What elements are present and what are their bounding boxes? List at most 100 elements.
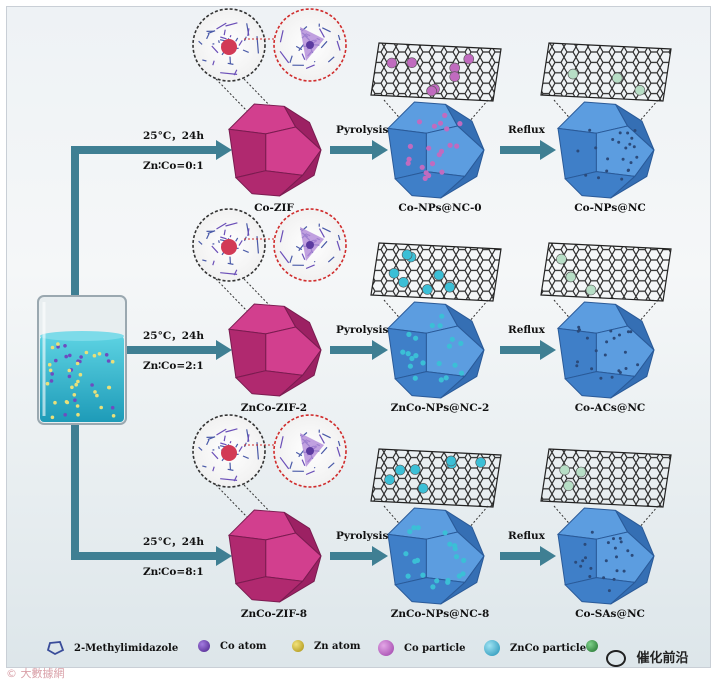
surface-particle (443, 375, 449, 381)
surface-particle (618, 131, 622, 135)
surface-particle (438, 377, 444, 383)
legend: 2-Methylimidazole Co atom Zn atom Co par… (16, 640, 706, 660)
surface-particle (434, 578, 440, 584)
surface-particle (589, 566, 593, 570)
surface-particle (605, 169, 609, 173)
surface-particle (636, 363, 640, 367)
beaker-particle (72, 393, 77, 397)
surface-particle (442, 530, 448, 536)
surface-particle (579, 564, 583, 568)
beaker-particle (53, 400, 57, 405)
surface-particle (438, 148, 445, 154)
surface-particle (632, 145, 636, 149)
beaker-particle (84, 350, 89, 355)
step-pyrolysis-label: Pyrolysis (336, 324, 389, 336)
beaker-particle (70, 385, 74, 390)
sheet-particle (611, 72, 623, 84)
surface-particle (581, 559, 585, 563)
surface-particle (445, 577, 451, 584)
surface-particle (613, 546, 617, 550)
coordination-inset (273, 208, 347, 282)
beaker-particle (78, 372, 83, 377)
surface-particle (617, 140, 621, 144)
surface-particle (590, 367, 594, 371)
surface-particle (626, 330, 630, 334)
nc-crystal (386, 301, 485, 399)
legend-label: Co atom (220, 640, 267, 652)
znco-particle-icon (484, 640, 500, 656)
step-reflux-label: Reflux (508, 324, 545, 336)
intermediate-label: ZnCo-NPs@NC-8 (390, 608, 490, 620)
graphene-sheet (370, 448, 502, 508)
beaker-particles (45, 342, 116, 420)
step-reflux-label: Reflux (508, 124, 545, 136)
surface-particle (584, 556, 587, 560)
sheet-particle (426, 85, 437, 97)
product-label: Co-SAs@NC (575, 608, 645, 620)
surface-particle (412, 375, 418, 381)
surface-particle (609, 329, 613, 333)
surface-particle (403, 551, 409, 557)
beaker-particle (106, 359, 111, 363)
watermark-right: 催化前沿 (606, 647, 689, 667)
surface-particle (420, 360, 426, 366)
surface-particle (407, 529, 413, 535)
surface-particle (454, 143, 460, 149)
graphene-sheet (370, 242, 502, 302)
surface-particle (624, 367, 628, 370)
condition-temperature: 25°C，24h (143, 536, 204, 548)
legend-item: Co particle (378, 640, 466, 656)
condition-ratio: Zn∶Co=0:1 (143, 160, 204, 172)
surface-particle (615, 555, 618, 559)
surface-particle (606, 157, 610, 161)
surface-particle (429, 161, 436, 167)
surface-particle (452, 362, 458, 368)
surface-particle (409, 355, 415, 362)
surface-particle (594, 349, 598, 353)
surface-particle (629, 330, 633, 334)
surface-particle (585, 336, 589, 340)
surface-particle (574, 560, 578, 564)
surface-particle (612, 577, 616, 581)
sheet-particle (417, 482, 429, 494)
surface-particle (439, 313, 445, 319)
step-pyrolysis-label: Pyrolysis (336, 124, 389, 136)
legend-item: Co atom (198, 640, 266, 652)
beaker-particle (67, 374, 72, 379)
process-arrow (330, 546, 388, 566)
product-label: Co-NPs@NC (574, 202, 646, 214)
surface-particle (414, 557, 421, 564)
surface-particle (449, 336, 455, 342)
watermark-left: © 大數據網 (6, 667, 65, 680)
surface-particle (610, 375, 614, 379)
beaker-particle (107, 385, 111, 390)
sheet-particle (567, 68, 579, 80)
beaker-particle (74, 382, 78, 387)
surface-particle (576, 360, 579, 364)
final-nc-crystal (556, 101, 655, 199)
surface-particle (630, 553, 634, 557)
legend-label: 2-Methylimidazole (74, 642, 179, 654)
beaker-particle (56, 342, 60, 346)
surface-particle (437, 120, 444, 126)
surface-particle (612, 336, 616, 340)
beaker-particle (47, 362, 52, 367)
surface-particle (584, 173, 588, 177)
surface-particle (436, 360, 442, 367)
surface-particle (583, 542, 587, 546)
sheet-particle (386, 57, 398, 69)
surface-particle (604, 559, 608, 563)
surface-particle (426, 145, 432, 151)
legend-label: ZnCo particle (510, 642, 587, 654)
beaker-particle (45, 381, 50, 386)
beaker-particle (48, 368, 53, 373)
process-arrow (330, 340, 388, 360)
surface-particle (419, 164, 425, 170)
beaker-particle (92, 353, 97, 358)
wechat-icon (606, 650, 626, 667)
condition-temperature: 25°C，24h (143, 330, 204, 342)
sheet-particle (444, 281, 456, 293)
surface-particle (629, 161, 633, 165)
beaker-particle (95, 393, 99, 398)
beaker-particle (99, 405, 103, 410)
